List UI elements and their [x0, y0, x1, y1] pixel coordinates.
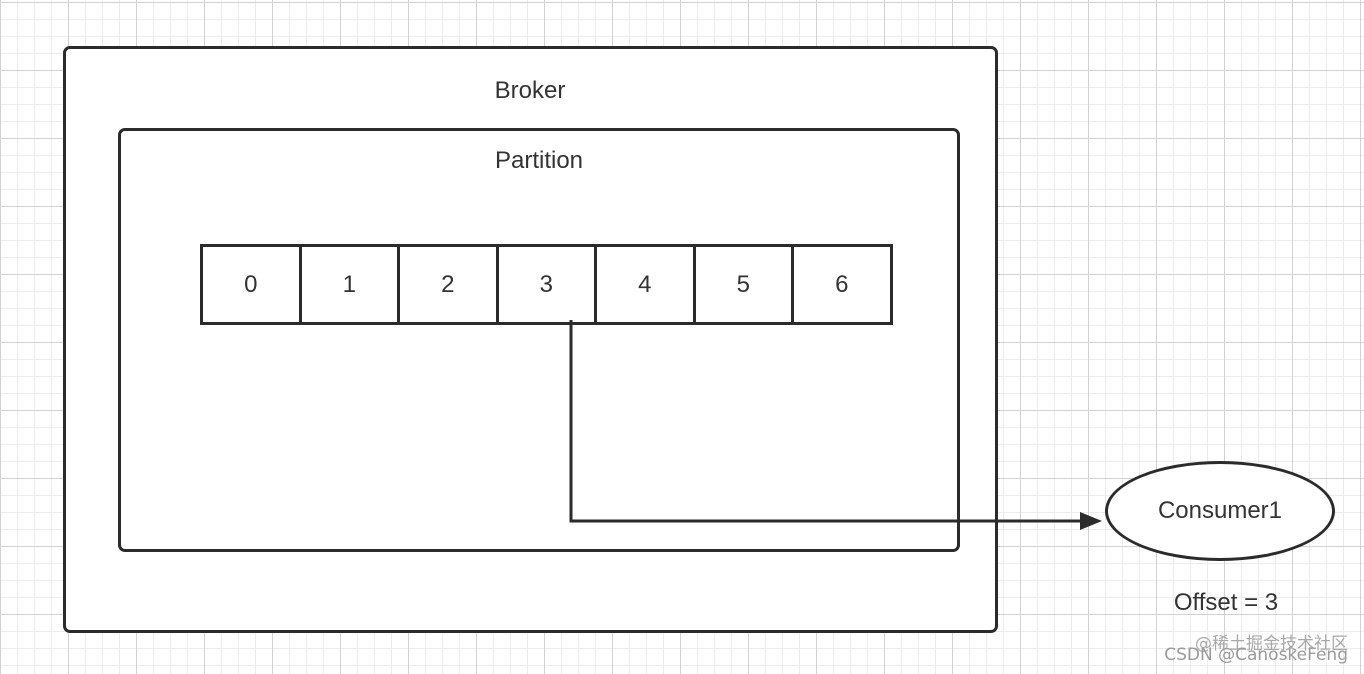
partition-offsets-row: 0 1 2 3 4 5 6 — [200, 244, 893, 325]
offset-cell-5[interactable]: 5 — [692, 244, 794, 325]
partition-box[interactable] — [118, 128, 960, 552]
offset-cell-6[interactable]: 6 — [791, 244, 893, 325]
juejin-watermark: @稀土掘金技术社区 — [1195, 634, 1348, 654]
consumer-node[interactable]: Consumer1 — [1105, 461, 1335, 561]
consumer-label: Consumer1 — [1157, 497, 1283, 524]
connector-arrowhead — [1080, 512, 1102, 530]
offset-cell-1[interactable]: 1 — [298, 244, 400, 325]
offset-cell-3[interactable]: 3 — [495, 244, 597, 325]
connector-line — [569, 320, 1084, 523]
partition-title: Partition — [494, 147, 584, 174]
csdn-watermark: CSDN @CanoskeFeng — [1164, 645, 1348, 665]
consumer-offset-label: Offset = 3 — [1173, 589, 1279, 616]
broker-title: Broker — [494, 77, 566, 104]
